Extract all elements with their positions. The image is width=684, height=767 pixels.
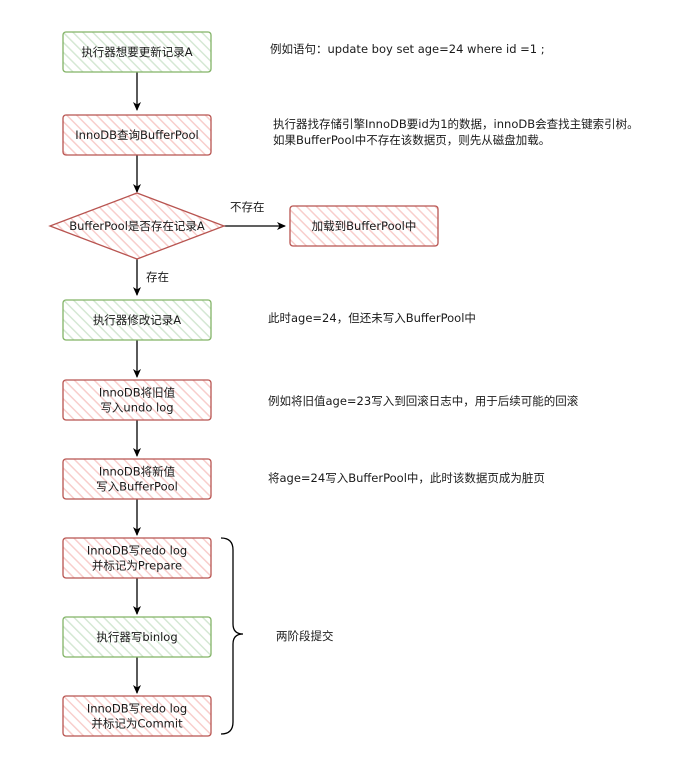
node-load: 加载到BufferPool中 [289,205,439,247]
node-label-line: InnoDB将旧值 [99,386,176,400]
node-label-line: 写入undo log [100,401,173,415]
node-label-line: 执行器想要更新记录A [81,45,192,59]
node-decision: BufferPool是否存在记录A [48,192,226,260]
two-phase-commit-label: 两阶段提交 [276,629,334,643]
note-line: 例如语句：update boy set age=24 where id =1 ; [270,42,545,56]
note-line: 如果BufferPool中不存在该数据页，则先从磁盘加载。 [273,133,550,147]
note-line: 执行器找存储引擎InnoDB要id为1的数据，innoDB会查找主键索引树。 [273,117,639,131]
note-note5: 将age=24写入BufferPool中，此时该数据页成为脏页 [268,471,545,485]
note-note3: 此时age=24，但还未写入BufferPool中 [268,311,476,325]
note-note2: 执行器找存储引擎InnoDB要id为1的数据，innoDB会查找主键索引树。如果… [273,117,639,147]
connectors [133,72,286,694]
process-box-shape [62,537,212,579]
process-box-shape [62,616,212,658]
annotation-notes: 例如语句：update boy set age=24 where id =1 ;… [268,42,639,643]
node-step2: InnoDB查询BufferPool [62,114,212,156]
node-label-line: 执行器写binlog [96,630,177,644]
two-phase-bracket [220,537,244,735]
node-label-line: 写入BufferPool [96,480,178,494]
note-line: 将age=24写入BufferPool中，此时该数据页成为脏页 [268,471,545,485]
process-box-shape [62,695,212,737]
node-label-line: InnoDB写redo log [87,702,187,716]
process-box-shape [62,299,212,341]
node-label-line: 并标记为Prepare [92,559,182,573]
node-step3: 执行器修改记录A [62,299,212,341]
note-line: 例如将旧值age=23写入到回滚日志中，用于后续可能的回滚 [268,394,579,408]
process-box-shape [62,114,212,156]
process-box-shape [289,205,439,247]
node-label-line: InnoDB查询BufferPool [75,128,198,142]
note-line: 两阶段提交 [276,629,334,643]
process-box-shape [62,379,212,421]
edge-label-not-exist: 不存在 [230,200,265,214]
node-label-line: InnoDB将新值 [99,465,176,479]
process-box-shape [62,31,212,73]
process-box-shape [62,458,212,500]
node-step7: 执行器写binlog [62,616,212,658]
node-label-line: 执行器修改记录A [93,313,181,327]
edge-label-exist: 存在 [146,270,169,284]
node-label-line: InnoDB写redo log [87,544,187,558]
node-label-line: BufferPool是否存在记录A [69,219,205,233]
node-label-line: 加载到BufferPool中 [312,219,417,233]
node-step1: 执行器想要更新记录A [62,31,212,73]
note-note1: 例如语句：update boy set age=24 where id =1 ; [270,42,545,56]
note-note4: 例如将旧值age=23写入到回滚日志中，用于后续可能的回滚 [268,394,579,408]
note-line: 此时age=24，但还未写入BufferPool中 [268,311,476,325]
node-label-line: 并标记为Commit [91,717,183,731]
flow-nodes: 执行器想要更新记录A InnoDB查询BufferPoolBufferPool是否… [48,31,439,737]
decision-diamond-shape [48,192,226,260]
